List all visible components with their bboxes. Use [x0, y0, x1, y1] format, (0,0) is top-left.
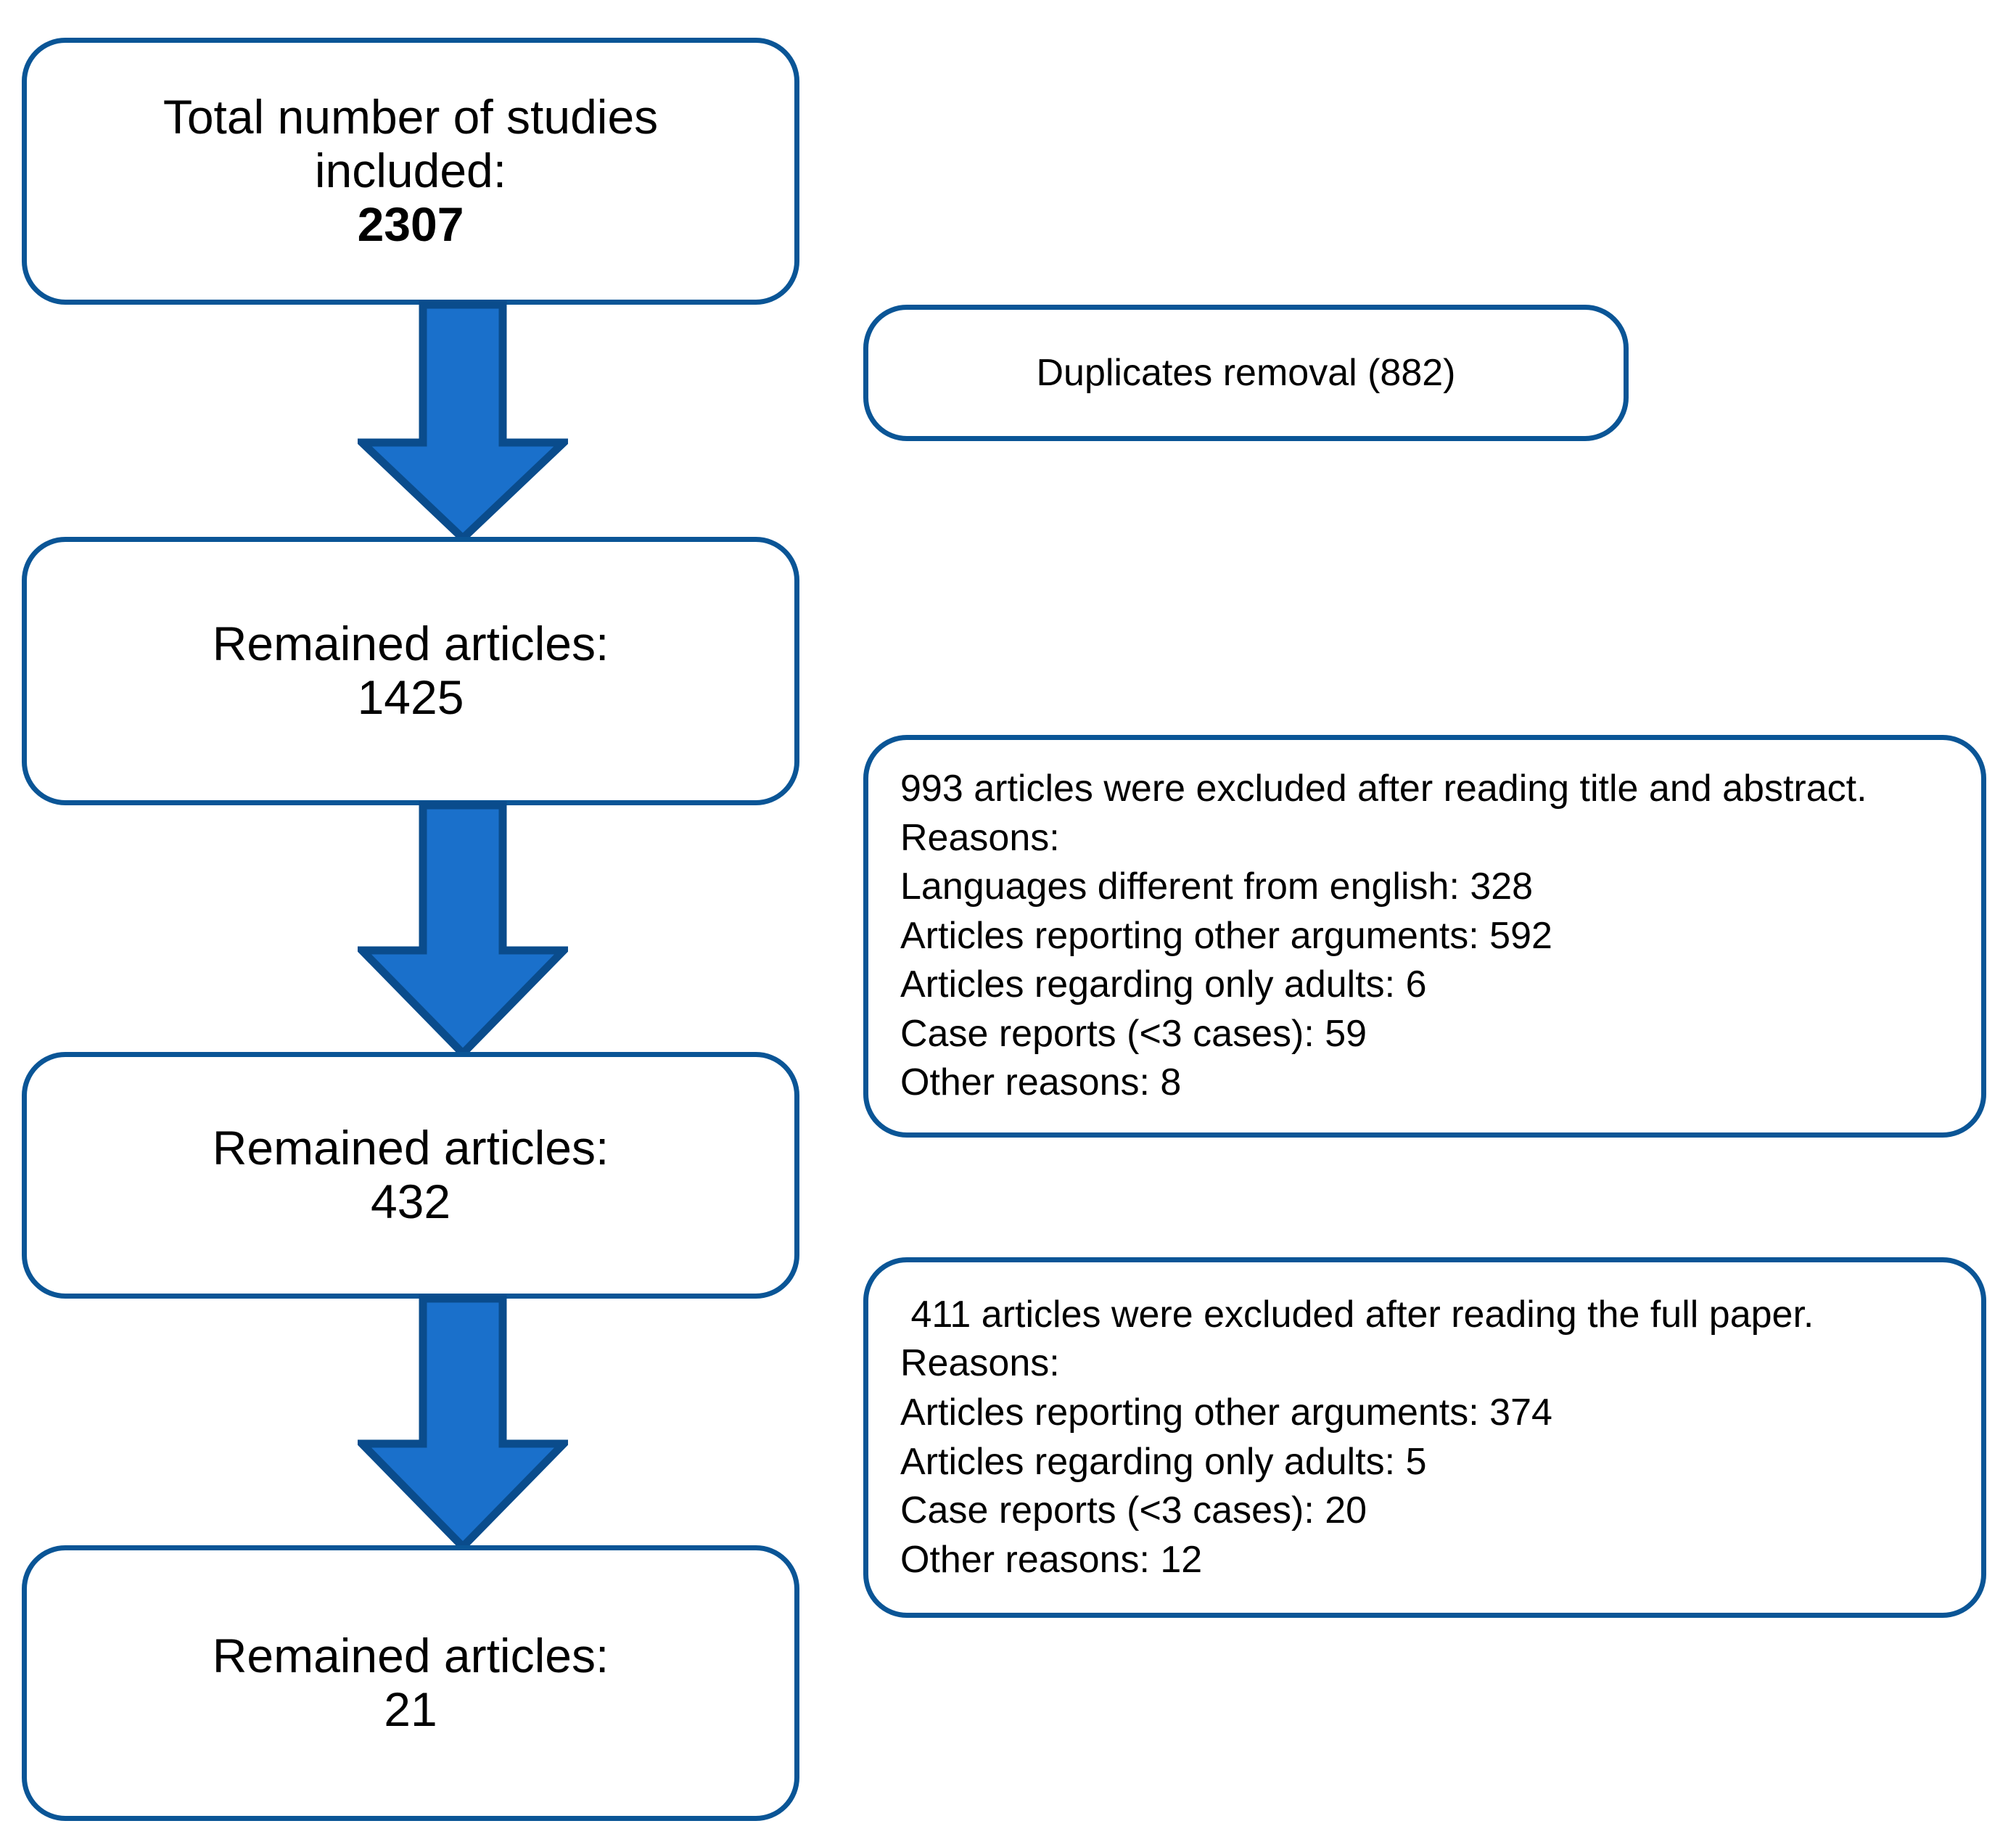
exclusion1-reason-other: Other reasons: 8 — [900, 1061, 1182, 1104]
stage-label-remained-432: Remained articles: — [212, 1121, 609, 1175]
exclusion1-reason-case-reports: Case reports (<3 cases): 59 — [900, 1012, 1367, 1055]
exclusion1-reason-other-arguments: Articles reporting other arguments: 592 — [900, 914, 1552, 957]
stage-label-remained-21: Remained articles: — [212, 1629, 609, 1683]
stage-label-line-2: included: — [314, 144, 507, 198]
exclusion1-line-summary: 993 articles were excluded after reading… — [900, 767, 1867, 810]
note-box-exclusion-full-paper: 411 articles were excluded after reading… — [863, 1257, 1986, 1618]
exclusion1-reason-languages: Languages different from english: 328 — [900, 866, 1534, 908]
stage-count-total-studies: 2307 — [357, 197, 464, 251]
exclusion2-reason-case-reports: Case reports (<3 cases): 20 — [900, 1489, 1367, 1532]
stage-count-remained-1425: 1425 — [357, 670, 464, 724]
stage-box-total-studies: Total number of studies included: 2307 — [22, 38, 799, 305]
duplicates-removal-label: Duplicates removal (882) — [1036, 352, 1456, 394]
down-arrow-icon-3 — [358, 1294, 568, 1551]
exclusion2-line-reasons-header: Reasons: — [900, 1342, 1060, 1385]
stage-box-remained-1425: Remained articles: 1425 — [22, 537, 799, 805]
exclusion2-reason-other: Other reasons: 12 — [900, 1538, 1203, 1581]
exclusion1-reason-only-adults: Articles regarding only adults: 6 — [900, 963, 1427, 1006]
exclusion2-reason-other-arguments: Articles reporting other arguments: 374 — [900, 1391, 1552, 1434]
down-arrow-icon-1 — [358, 300, 568, 543]
exclusion2-reason-only-adults: Articles regarding only adults: 5 — [900, 1440, 1427, 1483]
note-box-exclusion-title-abstract: 993 articles were excluded after reading… — [863, 735, 1986, 1138]
exclusion2-line-summary: 411 articles were excluded after reading… — [900, 1293, 1814, 1336]
stage-label-remained-1425: Remained articles: — [212, 617, 609, 671]
stage-count-remained-432: 432 — [370, 1175, 451, 1228]
down-arrow-icon-2 — [358, 801, 568, 1058]
stage-box-remained-432: Remained articles: 432 — [22, 1052, 799, 1299]
stage-box-remained-21: Remained articles: 21 — [22, 1545, 799, 1821]
exclusion1-line-reasons-header: Reasons: — [900, 816, 1060, 859]
stage-count-remained-21: 21 — [384, 1682, 437, 1736]
note-box-duplicates-removal: Duplicates removal (882) — [863, 305, 1629, 441]
stage-label-line-1: Total number of studies — [162, 90, 659, 144]
